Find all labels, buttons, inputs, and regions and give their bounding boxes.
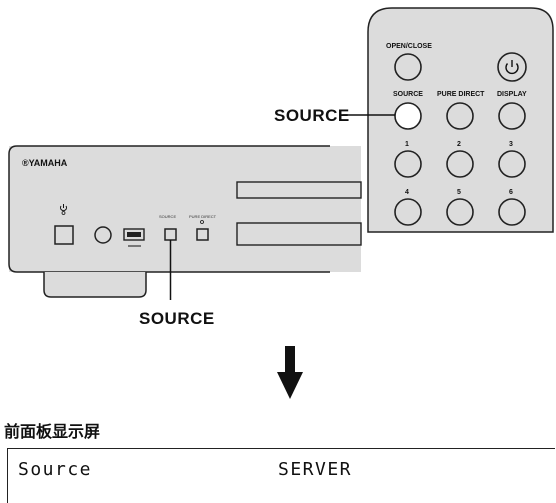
player-foot: [43, 272, 147, 298]
remote-open-close-label: OPEN/CLOSE: [386, 43, 432, 50]
player-source-small-label: SOURCE: [159, 214, 176, 219]
player-brand-logo: ®YAMAHA: [22, 158, 68, 168]
panel-source-callout: SOURCE: [139, 240, 215, 328]
remote-num4-button[interactable]: [394, 198, 422, 226]
player-pure-direct-button[interactable]: [196, 228, 209, 241]
remote-source-label: SOURCE: [393, 91, 423, 98]
usb-port[interactable]: [123, 228, 145, 247]
pure-direct-indicator: [200, 220, 204, 224]
remote-source-callout-label: SOURCE: [274, 106, 350, 125]
remote-display-button[interactable]: [498, 102, 526, 130]
front-panel-display: Source SERVER: [7, 448, 555, 503]
player-source-button[interactable]: [164, 228, 177, 241]
panel-source-callout-label: SOURCE: [139, 309, 215, 328]
power-indicator-icon: [60, 204, 67, 215]
power-icon: [505, 60, 519, 75]
display-source-text: Source: [18, 459, 93, 480]
remote-display-label: DISPLAY: [497, 91, 527, 98]
player-power-button[interactable]: [54, 225, 74, 245]
remote-num6-label: 6: [509, 189, 513, 196]
front-display-window: [236, 222, 362, 246]
remote-open-close-button[interactable]: [394, 53, 422, 81]
remote-num2-label: 2: [457, 141, 461, 148]
remote-pure-direct-label: PURE DIRECT: [437, 91, 485, 98]
remote-num5-label: 5: [457, 189, 461, 196]
front-panel-display-caption: 前面板显示屏: [4, 422, 101, 441]
player-unit: ®YAMAHA SOURCE PURE DIRECT: [8, 145, 362, 298]
remote-num2-button[interactable]: [446, 150, 474, 178]
disc-slot: [236, 181, 362, 199]
remote-num6-button[interactable]: [498, 198, 526, 226]
down-arrow-icon: [277, 346, 303, 399]
remote-source-callout: SOURCE: [274, 106, 395, 125]
headphone-jack[interactable]: [94, 226, 112, 244]
display-server-text: SERVER: [278, 459, 353, 480]
remote-source-button[interactable]: [394, 102, 422, 130]
remote-num1-button[interactable]: [394, 150, 422, 178]
remote-num4-label: 4: [405, 189, 409, 196]
remote-pure-direct-button[interactable]: [446, 102, 474, 130]
remote-num5-button[interactable]: [446, 198, 474, 226]
player-pure-direct-small-label: PURE DIRECT: [189, 214, 217, 219]
remote-control: OPEN/CLOSE SOURCE PURE DIRECT DISPLAY 1 …: [367, 7, 554, 233]
remote-num1-label: 1: [405, 141, 409, 148]
remote-num3-label: 3: [509, 141, 513, 148]
remote-num3-button[interactable]: [498, 150, 526, 178]
